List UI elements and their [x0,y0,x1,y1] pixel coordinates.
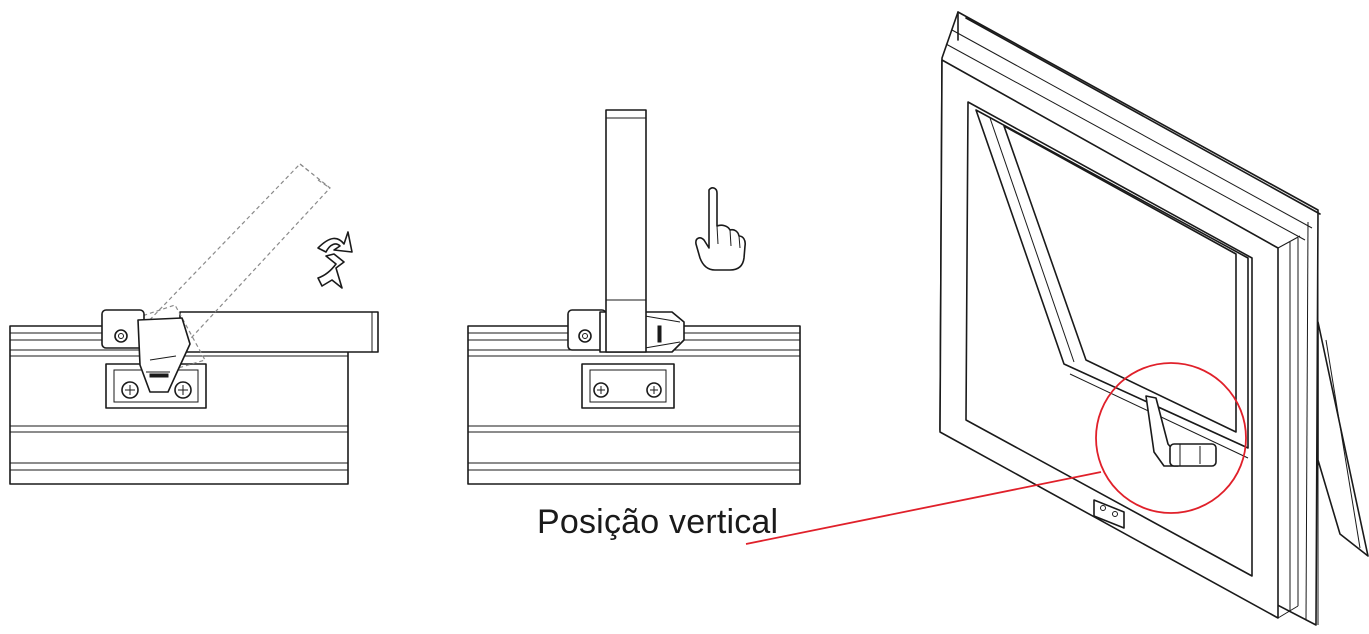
left-handle-horizontal [179,311,379,353]
left-keeper-plate [105,363,207,409]
middle-keeper-plate [581,363,675,409]
window-side-support [1317,321,1369,557]
left-lock-body [101,309,191,393]
pointing-hand-icon [695,187,746,271]
window-handle-detail [1145,395,1217,467]
rotate-arrow-icon [317,231,353,289]
window-keeper-plate [1093,499,1125,529]
diagram-caption: Posição vertical [537,503,779,541]
screw-icon [121,381,139,399]
highlight-circle [1095,362,1247,514]
screw-icon [174,381,192,399]
middle-handle-vertical [605,109,647,353]
screw-icon [646,382,662,398]
screw-icon [593,382,609,398]
callout-leader-line [745,471,1102,545]
